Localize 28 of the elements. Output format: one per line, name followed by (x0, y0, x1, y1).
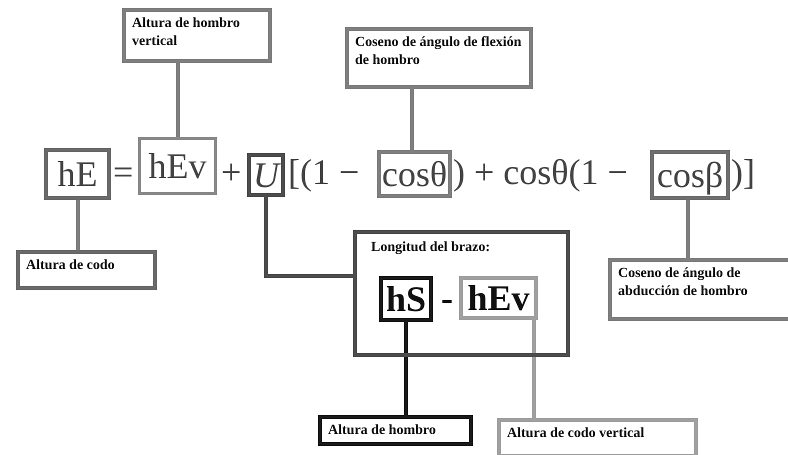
highlighted-term: hE (44, 148, 111, 200)
callout-label: Altura de hombro (318, 415, 473, 446)
leader-line (176, 63, 180, 137)
callout-label: Coseno de ángulo de abducción de hombro (608, 258, 788, 321)
equation-text: ) + cosθ(1 − (453, 151, 628, 194)
highlighted-term: U (247, 153, 285, 197)
highlighted-term: hS (379, 276, 433, 322)
callout-label: Altura de codo vertical (497, 418, 698, 455)
minus-sign: - (441, 277, 453, 320)
leader-line (264, 197, 353, 278)
leader-line (404, 322, 408, 415)
highlighted-term: hEv (459, 276, 538, 320)
leader-line (532, 320, 536, 418)
equals-sign: = (113, 151, 134, 194)
leader-line (686, 200, 690, 258)
plus-sign: + (221, 151, 242, 194)
leader-line (76, 200, 80, 250)
highlighted-term: hEv (138, 137, 217, 195)
callout-label: Altura de hombro vertical (122, 8, 272, 63)
callout-label: Coseno de ángulo de flexión de hombro (345, 27, 533, 89)
arm-length-panel (353, 230, 570, 357)
equation-text: [(1 − (288, 151, 360, 194)
callout-label: Altura de codo (16, 250, 157, 290)
highlighted-term: cosθ (377, 150, 452, 198)
panel-title: Longitud del brazo: (371, 240, 490, 256)
highlighted-term: cosβ (650, 150, 730, 200)
leader-line (410, 89, 414, 150)
equation-text: )] (731, 151, 755, 194)
